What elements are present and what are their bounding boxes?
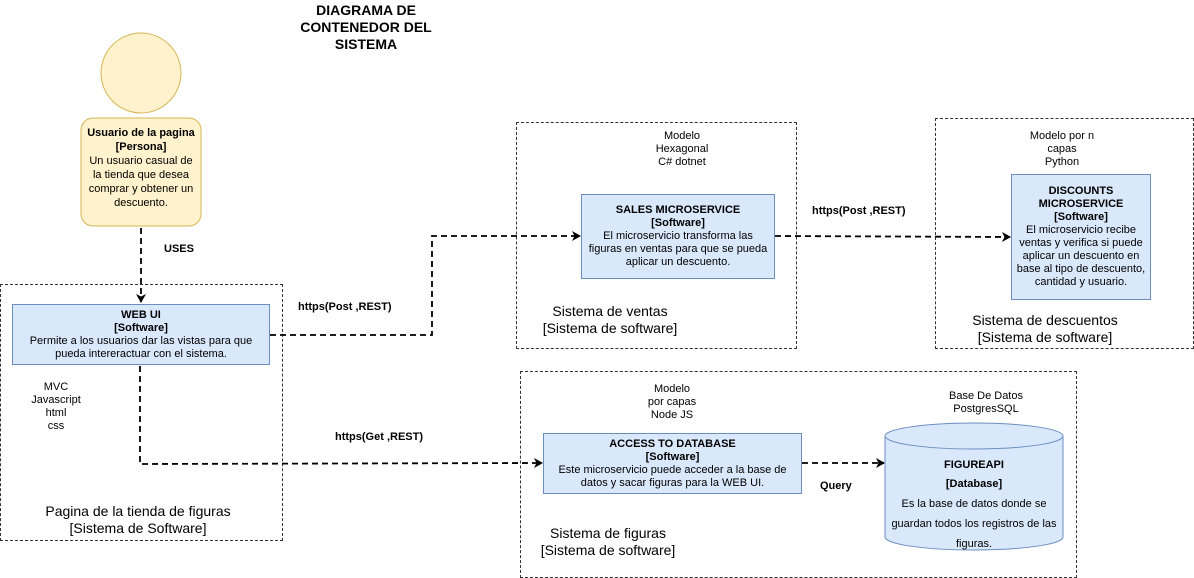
person-type: [Persona] — [115, 141, 167, 153]
webui-container: WEB UI [Software] Permite a los usuarios… — [12, 304, 270, 365]
store-boundary — [0, 284, 283, 541]
edge-label-sales-discounts: https(Post ,REST) — [812, 205, 906, 217]
edge-label-access-db: Query — [820, 480, 852, 492]
discounts-description: El microservicio recibe ventas y verific… — [1016, 224, 1146, 288]
edge-label-web-access: https(Get ,REST) — [335, 431, 423, 443]
sales-name: SALES MICROSERVICE — [615, 204, 741, 216]
edge-web-sales — [270, 231, 581, 336]
edge-sales-discounts — [774, 231, 1011, 242]
person-body — [80, 117, 202, 227]
sales-container: SALES MICROSERVICE [Software] El microse… — [581, 194, 775, 279]
discounts-type: [Software] — [1054, 211, 1108, 223]
db-description: Es la base de datos donde se guardan tod… — [891, 498, 1057, 550]
database-card: FIGUREAPI [Database] Es la base de datos… — [889, 456, 1059, 554]
sales-type: [Software] — [651, 217, 705, 229]
edge-label-uses: USES — [164, 243, 194, 255]
figures-tech-note: Modelo por capas Node JS — [647, 383, 697, 421]
sales-description: El microservicio transforma las figuras … — [588, 230, 768, 268]
person-head — [100, 32, 182, 114]
webui-name: WEB UI — [121, 308, 161, 321]
access-description: Este microservicio puede acceder a la ba… — [558, 463, 787, 489]
person-description: Un usuario casual de la tienda que desea… — [88, 155, 194, 209]
person-name: Usuario de la pagina — [87, 127, 195, 139]
discounts-boundary-label: Sistema de descuentos [Sistema de softwa… — [972, 312, 1118, 345]
person-card: Usuario de la pagina [Persona] Un usuari… — [81, 126, 201, 210]
discounts-tech-note: Modelo por n capas Python — [1029, 130, 1095, 168]
access-type: [Software] — [645, 450, 700, 463]
diagram-title: DIAGRAMA DE CONTENEDOR DEL SISTEMA — [300, 2, 432, 52]
edge-web-access — [139, 366, 543, 469]
database-cylinder — [884, 422, 1064, 551]
db-tech-note: Base De Datos PostgresSQL — [949, 390, 1023, 415]
sales-boundary-label: Sistema de ventas [Sistema de software] — [542, 303, 678, 336]
access-container: ACCESS TO DATABASE [Software] Este micro… — [543, 433, 802, 494]
sales-tech-note: Modelo Hexagonal C# dotnet — [655, 130, 709, 168]
db-name: FIGUREAPI — [944, 459, 1004, 471]
webui-description: Permite a los usuarios dar las vistas pa… — [29, 334, 253, 360]
store-boundary-label: Pagina de la tienda de figuras [Sistema … — [45, 503, 231, 536]
discounts-container: DISCOUNTS MICROSERVICE [Software] El mic… — [1011, 174, 1151, 300]
discounts-name: DISCOUNTS MICROSERVICE — [1038, 185, 1124, 210]
access-name: ACCESS TO DATABASE — [609, 437, 736, 450]
webui-type: [Software] — [114, 321, 168, 334]
store-tech-note: MVC Javascript html css — [31, 381, 81, 432]
figures-boundary-label: Sistema de figuras [Sistema de software] — [540, 525, 676, 558]
db-type: [Database] — [945, 478, 1003, 490]
edge-label-web-sales: https(Post ,REST) — [298, 301, 392, 313]
person-shape — [80, 32, 202, 227]
